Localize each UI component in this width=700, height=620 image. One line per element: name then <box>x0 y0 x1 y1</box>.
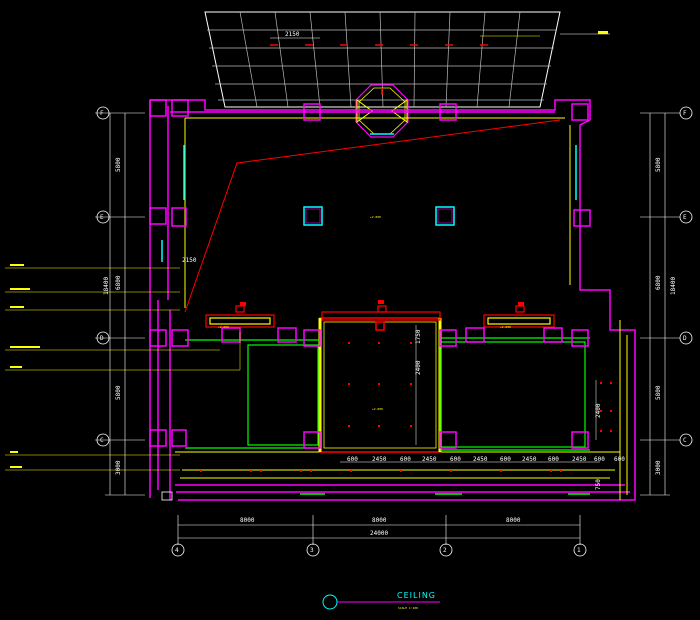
center-dim-1750: 1750 <box>415 329 422 344</box>
right-dim-total: 18400 <box>670 277 677 295</box>
axis-label-bottom-4: 4 <box>175 547 179 554</box>
ceiling-edge-lines <box>175 117 628 500</box>
octagonal-rotunda <box>355 84 409 138</box>
bay-dimension-row: 600 2450 600 2450 600 2450 600 2450 600 … <box>340 456 605 463</box>
bay-dim-10: 2450 <box>572 456 587 463</box>
axis-bubbles <box>96 106 693 557</box>
bay-dim-3: 600 <box>400 456 411 463</box>
axis-label-left-C: C <box>100 437 104 444</box>
left-dim-total: 18400 <box>103 277 110 295</box>
axis-label-right-F: F <box>683 110 687 117</box>
skylight-canopy: 2150 <box>204 11 610 108</box>
drawing-scale: SCALE 1:100 <box>398 606 418 610</box>
section-line <box>184 119 561 313</box>
axis-labels: F E D C F E D C 4 3 2 1 <box>100 110 687 554</box>
bay-dim-5: 600 <box>450 456 461 463</box>
bay-dim-2: 2450 <box>372 456 387 463</box>
annotation-leaders <box>5 267 241 471</box>
bottom-dim-span-1: 8000 <box>240 517 255 524</box>
drawing-title: CEILING <box>397 591 436 600</box>
left-dim-span-1: 5800 <box>115 157 122 172</box>
axis-label-left-E: E <box>100 214 104 221</box>
columns <box>149 99 591 449</box>
bay-dim-7: 600 <box>500 456 511 463</box>
bottom-dim-total: 24000 <box>370 530 388 537</box>
right-dim-span-3: 5800 <box>655 385 662 400</box>
level-tag-2: +2.800 <box>500 325 511 329</box>
axis-label-bottom-1: 1 <box>577 547 581 554</box>
bay-dim-9: 600 <box>548 456 559 463</box>
canopy-dimension: 2150 <box>285 31 300 38</box>
bottom-dim-span-2: 8000 <box>372 517 387 524</box>
left-dim-span-3: 5800 <box>115 385 122 400</box>
left-small-dim: 2150 <box>182 257 197 264</box>
axis-label-right-E: E <box>683 214 687 221</box>
axis-label-bottom-2: 2 <box>443 547 447 554</box>
bottom-dim-span-3: 8000 <box>506 517 521 524</box>
center-dim-2400: 2400 <box>415 360 422 375</box>
axis-label-left-F: F <box>100 110 104 117</box>
wall-openings <box>161 491 590 501</box>
bay-dim-4: 2450 <box>422 456 437 463</box>
exterior-walls <box>149 99 636 501</box>
axis-label-right-C: C <box>683 437 687 444</box>
right-small-dim-a: 600 <box>614 456 625 463</box>
axis-label-bottom-3: 3 <box>310 547 314 554</box>
bay-dim-1: 600 <box>347 456 358 463</box>
side-rooms <box>185 337 590 451</box>
level-tag-1: +2.800 <box>218 325 229 329</box>
right-dim-2400: 2400 <box>595 403 602 418</box>
right-dim-span-1: 5800 <box>655 157 662 172</box>
axis-label-left-D: D <box>100 335 104 342</box>
skylight-openings <box>161 145 577 262</box>
bottom-dimension-chain: 8000 8000 8000 24000 <box>177 515 581 545</box>
light-fixtures <box>200 300 612 472</box>
annotation-labels <box>10 264 40 468</box>
left-dimension-chain: 5800 6800 5800 3000 18400 <box>95 112 145 496</box>
axis-label-right-D: D <box>683 335 687 342</box>
right-small-dim-b: 750 <box>595 479 602 490</box>
level-tag-3: +2.800 <box>372 407 383 411</box>
bay-dim-11: 600 <box>594 456 605 463</box>
title-block: CEILING SCALE 1:100 <box>322 591 440 610</box>
misc-dimensions: 2400 1750 2400 2150 600 750 <box>182 257 625 490</box>
level-tags: +2.800 +2.800 +2.800 +2.800 <box>218 215 511 411</box>
ceiling-bulkheads <box>205 305 555 328</box>
left-dim-span-4: 3000 <box>115 460 122 475</box>
bay-dim-6: 2450 <box>473 456 488 463</box>
left-dim-span-2: 6800 <box>115 275 122 290</box>
right-dim-span-4: 3000 <box>655 460 662 475</box>
right-dimension-chain: 5800 6800 5800 3000 18400 <box>640 112 680 496</box>
right-dim-span-2: 6800 <box>655 275 662 290</box>
bay-dim-8: 2450 <box>522 456 537 463</box>
level-tag-4: +2.800 <box>370 215 381 219</box>
